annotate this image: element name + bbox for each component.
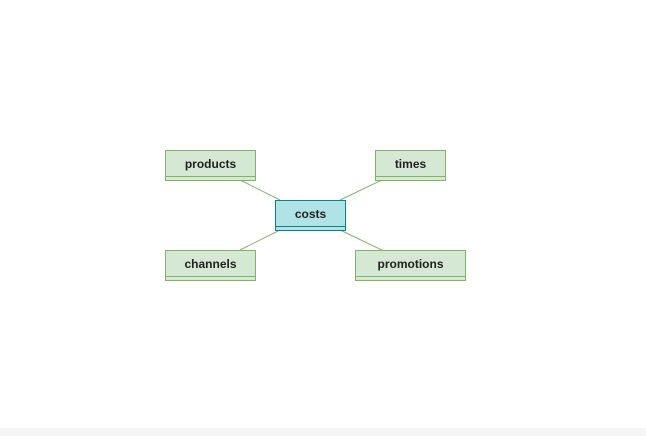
edge-costs-times — [339, 179, 383, 201]
times-node-band — [376, 176, 445, 180]
products-node[interactable]: products — [165, 150, 256, 181]
times-label: times — [394, 156, 427, 171]
edge-costs-products — [239, 179, 281, 201]
bottom-strip — [0, 428, 646, 436]
channels-node-band — [166, 276, 255, 280]
costs-node[interactable]: costs — [275, 200, 346, 231]
promotions-node-band — [356, 276, 465, 280]
costs-node-band — [276, 226, 345, 230]
costs-label: costs — [294, 206, 327, 221]
promotions-label: promotions — [377, 256, 444, 271]
channels-node[interactable]: channels — [165, 250, 256, 281]
times-node[interactable]: times — [375, 150, 446, 181]
products-label: products — [184, 156, 237, 171]
promotions-node[interactable]: promotions — [355, 250, 466, 281]
channels-label: channels — [184, 256, 237, 271]
edge-costs-channels — [239, 229, 281, 251]
products-node-band — [166, 176, 255, 180]
edge-costs-promotions — [339, 229, 383, 251]
